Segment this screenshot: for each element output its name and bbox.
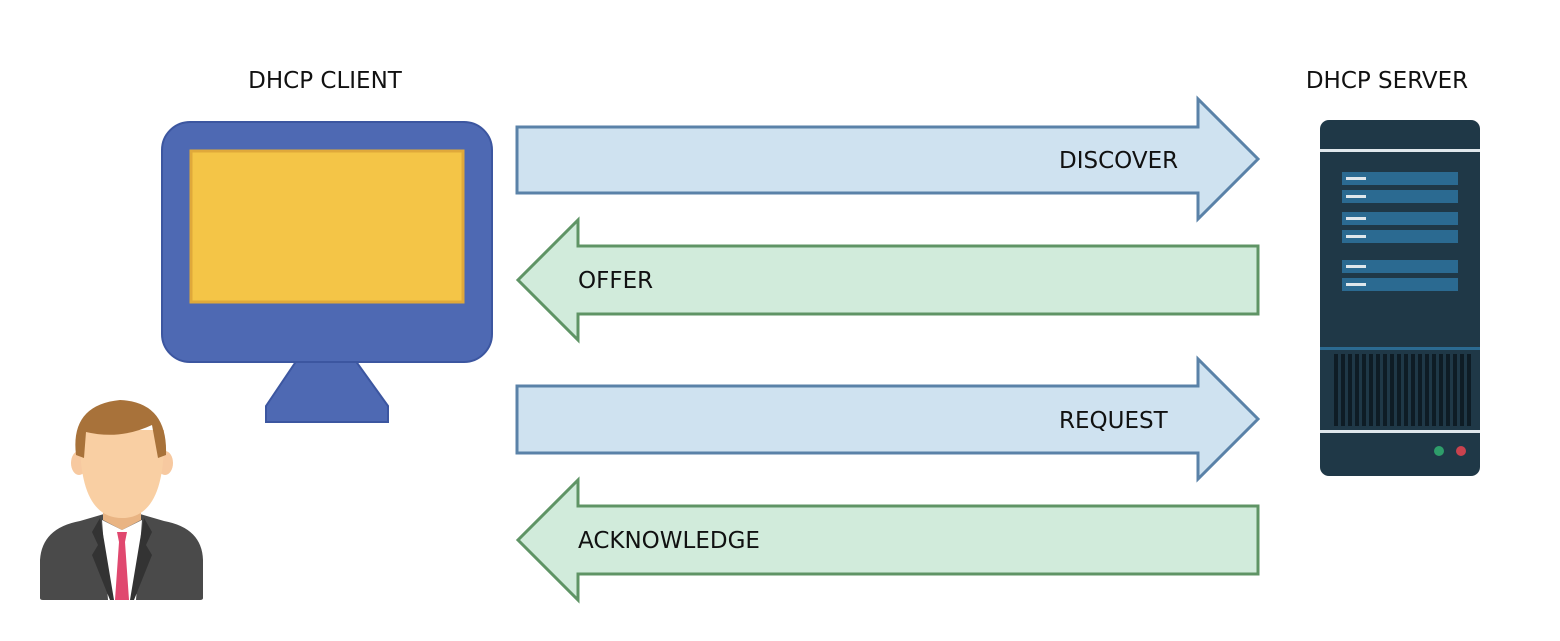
- server-vent-bar: [1369, 354, 1373, 426]
- server-vent-bar: [1460, 354, 1464, 426]
- server-vent-bar: [1404, 354, 1408, 426]
- arrow-discover-shape: [515, 95, 1261, 223]
- arrow-request-shape: [515, 355, 1261, 483]
- server-vent-bar: [1390, 354, 1394, 426]
- server-slots: [1342, 172, 1458, 291]
- client-title: DHCP CLIENT: [248, 68, 403, 94]
- server-line-mid: [1320, 347, 1480, 350]
- server-vent-bar: [1446, 354, 1450, 426]
- server-vent-bar: [1334, 354, 1338, 426]
- arrow-request: REQUEST: [515, 355, 1261, 483]
- server-vent-bar: [1425, 354, 1429, 426]
- server-icon: [1320, 120, 1480, 476]
- server-title: DHCP SERVER: [1306, 68, 1468, 94]
- person-tie: [115, 532, 129, 600]
- monitor-stand: [265, 359, 389, 423]
- server-vent-bar: [1453, 354, 1457, 426]
- server-led-red: [1456, 446, 1466, 456]
- server-vent-bar: [1467, 354, 1471, 426]
- server-slot: [1342, 278, 1458, 291]
- server-vent-bar: [1439, 354, 1443, 426]
- arrow-discover: DISCOVER: [515, 95, 1261, 223]
- server-line-bottom: [1320, 430, 1480, 433]
- arrow-offer-shape: [515, 216, 1260, 344]
- server-vent-bar: [1411, 354, 1415, 426]
- arrow-acknowledge-shape: [515, 476, 1260, 604]
- server-slot-lights: [1346, 177, 1366, 286]
- server-vent-bar: [1362, 354, 1366, 426]
- server-slot: [1342, 212, 1458, 225]
- arrow-acknowledge: ACKNOWLEDGE: [515, 476, 1260, 604]
- person-lapel-left: [92, 518, 114, 600]
- server-led-green: [1434, 446, 1444, 456]
- server-vent-bar: [1383, 354, 1387, 426]
- server-vent-bar: [1348, 354, 1352, 426]
- server-vent-bar: [1376, 354, 1380, 426]
- server-vent-bar: [1355, 354, 1359, 426]
- server-slot: [1342, 230, 1458, 243]
- arrow-offer: OFFER: [515, 216, 1260, 344]
- server-slot: [1342, 190, 1458, 203]
- server-vent-bar: [1432, 354, 1436, 426]
- arrow-request-label: REQUEST: [1059, 408, 1169, 434]
- person-lapel-right: [130, 518, 152, 600]
- server-slot: [1342, 172, 1458, 185]
- monitor-icon: [161, 121, 493, 423]
- server-vent-bar: [1341, 354, 1345, 426]
- person-hair: [75, 400, 167, 458]
- arrow-discover-label: DISCOVER: [1059, 148, 1178, 174]
- server-slot: [1342, 260, 1458, 273]
- person-icon: [40, 400, 203, 600]
- monitor-screen: [189, 149, 465, 304]
- server-vent-bar: [1418, 354, 1422, 426]
- arrow-offer-label: OFFER: [578, 268, 653, 294]
- server-line-top: [1320, 149, 1480, 152]
- server-vent-bar: [1397, 354, 1401, 426]
- server-vents: [1334, 354, 1471, 426]
- person-face: [80, 430, 164, 518]
- arrow-acknowledge-label: ACKNOWLEDGE: [578, 528, 760, 554]
